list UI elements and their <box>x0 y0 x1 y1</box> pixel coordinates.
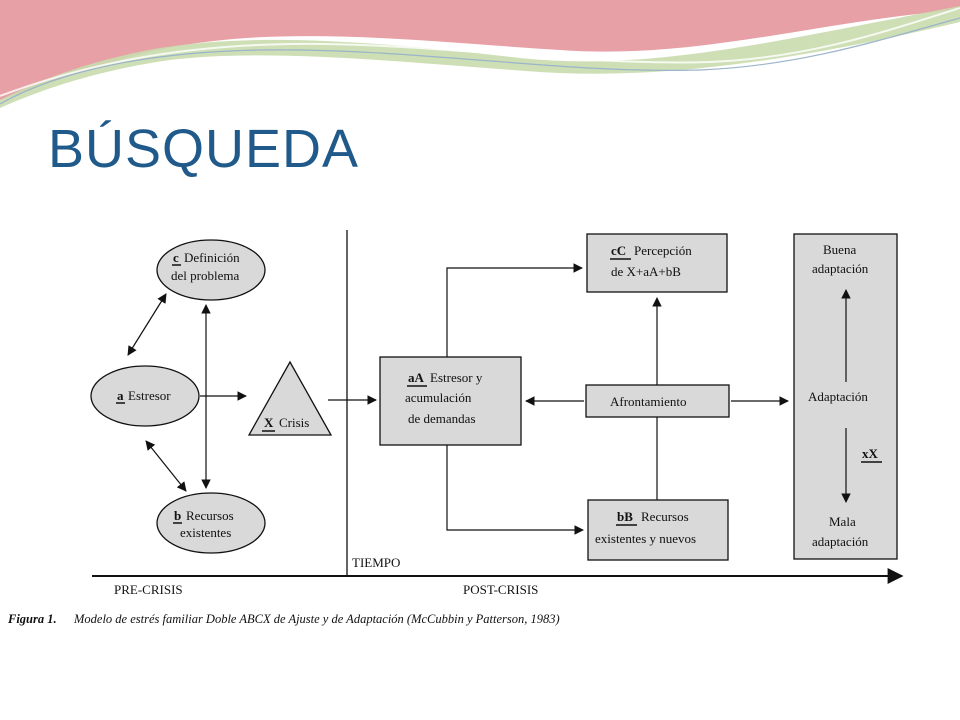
b-letter: b <box>174 508 181 523</box>
good-adaptation-2: adaptación <box>812 261 869 276</box>
b-text-2: existentes <box>180 525 231 540</box>
coping-label: Afrontamiento <box>610 394 687 409</box>
c-text-2: del problema <box>171 268 239 283</box>
timeline-post-crisis: POST-CRISIS <box>463 582 538 597</box>
aA-text-2: acumulación <box>405 390 472 405</box>
node-a-stressor: a Estresor <box>90 365 200 427</box>
a-text: Estresor <box>128 388 171 403</box>
arrow-a-b <box>145 440 187 492</box>
a-letter: a <box>117 388 124 403</box>
xX-code: xX <box>862 446 879 461</box>
bB-text-2: existentes y nuevos <box>595 531 696 546</box>
header-wave-decoration <box>0 0 960 108</box>
aA-code: aA <box>408 370 425 385</box>
node-adaptation-column: Buena adaptación Adaptación xX Mala adap… <box>793 233 898 560</box>
node-c-definition: c Definición del problema <box>156 239 266 301</box>
aA-text-1: Estresor y <box>430 370 483 385</box>
node-b-resources: b Recursos existentes <box>156 492 266 554</box>
node-cC-perception: cC Percepción de X+aA+bB <box>586 233 728 293</box>
poor-adaptation-2: adaptación <box>812 534 869 549</box>
node-coping: Afrontamiento <box>585 384 730 418</box>
c-text-1: Definición <box>184 250 240 265</box>
arrow-a-c <box>127 293 167 356</box>
figure-caption-label: Figura 1. <box>7 612 57 626</box>
slide-title: BÚSQUEDA <box>48 119 360 179</box>
bB-code: bB <box>617 509 633 524</box>
node-x-crisis: X Crisis <box>247 360 333 436</box>
cC-code: cC <box>611 243 626 258</box>
node-aA-stressor-accumulation: aA Estresor y acumulación de demandas <box>379 356 522 446</box>
aA-text-3: de demandas <box>408 411 476 426</box>
timeline-tiempo: TIEMPO <box>352 555 400 570</box>
b-text-1: Recursos <box>186 508 234 523</box>
timeline-pre-crisis: PRE-CRISIS <box>114 582 183 597</box>
adaptation-label: Adaptación <box>808 389 868 404</box>
bB-text-1: Recursos <box>641 509 689 524</box>
node-bB-resources: bB Recursos existentes y nuevos <box>587 499 729 561</box>
arrow-aA-bB <box>446 445 584 535</box>
figure-caption-text: Modelo de estrés familiar Doble ABCX de … <box>73 612 560 626</box>
arrow-aA-cC <box>446 263 583 357</box>
x-text: Crisis <box>279 415 309 430</box>
poor-adaptation-1: Mala <box>829 514 856 529</box>
c-letter: c <box>173 250 179 265</box>
cC-text-1: Percepción <box>634 243 692 258</box>
x-letter: X <box>264 415 274 430</box>
abcx-model-figure: c Definición del problema a Estresor b R… <box>0 210 914 638</box>
good-adaptation-1: Buena <box>823 242 856 257</box>
cC-text-2: de X+aA+bB <box>611 264 681 279</box>
